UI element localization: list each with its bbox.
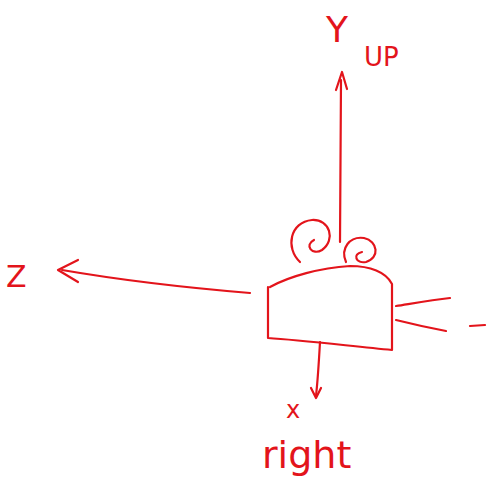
z-arrowhead — [58, 260, 78, 282]
y-axis-line — [340, 80, 341, 242]
view-dash — [470, 325, 485, 326]
z-axis-line — [62, 270, 250, 293]
axis-name: x — [286, 398, 300, 422]
x-axis-line — [316, 342, 320, 396]
axis-name: Z — [6, 262, 27, 292]
left-wheel — [291, 220, 329, 262]
axis-note: right — [262, 436, 351, 474]
x-arrowhead — [311, 388, 321, 398]
y-arrowhead — [336, 72, 347, 90]
view-line — [396, 298, 450, 306]
view-line — [396, 320, 446, 331]
axis-note: UP — [364, 44, 399, 70]
axis-name: Y — [326, 12, 348, 48]
right-wheel — [344, 238, 375, 262]
body-outline — [268, 266, 392, 350]
